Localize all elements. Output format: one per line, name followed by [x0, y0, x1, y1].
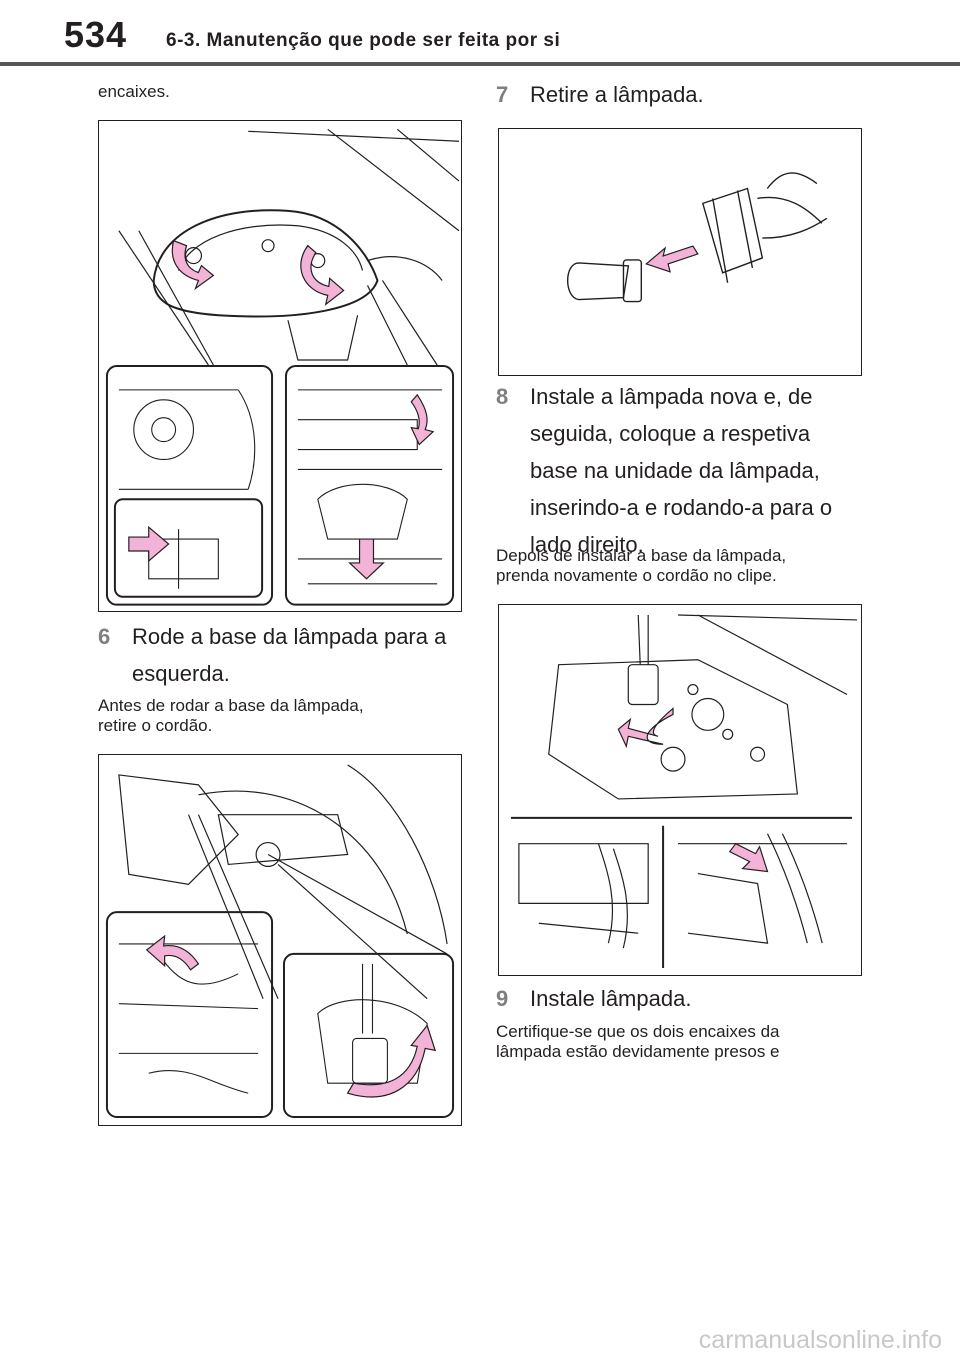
mirror-claws-illustration	[105, 128, 460, 606]
note-6: Antes de rodar a base da lâmpada, retire…	[98, 696, 364, 736]
note-9-line-2: lâmpada estão devidamente presos e	[496, 1042, 780, 1061]
figure-remove-bulb	[498, 128, 862, 376]
step-6: 6 Rode a base da lâmpada para a esquerda…	[98, 618, 468, 692]
step-7-line-1: Retire a lâmpada.	[530, 82, 704, 107]
note-9-line-1: Certifique-se que os dois encaixes da	[496, 1022, 780, 1041]
note-6-line-1: Antes de rodar a base da lâmpada,	[98, 696, 364, 715]
step-8-line-4: inserindo-a e rodando-a para o	[530, 495, 833, 520]
site-watermark: carmanualsonline.info	[698, 1326, 942, 1354]
step-6-number: 6	[98, 624, 111, 649]
figure-install-base-clip	[498, 604, 862, 976]
note-9: Certifique-se que os dois encaixes da lâ…	[496, 1022, 780, 1062]
continuation-text: encaixes.	[98, 82, 170, 101]
bulb-base-cord-illustration	[105, 764, 455, 1119]
step-8-number: 8	[496, 384, 509, 409]
step-6-text: Rode a base da lâmpada para a esquerda.	[132, 618, 446, 692]
note-6-line-2: retire o cordão.	[98, 716, 213, 735]
figure-mirror-claws	[98, 120, 462, 612]
step-8-line-2: seguida, coloque a respetiva	[530, 421, 811, 446]
step-6-line-2: esquerda.	[132, 661, 230, 686]
note-8-line-2: prenda novamente o cordão no clipe.	[496, 566, 777, 585]
remove-bulb-illustration	[567, 172, 828, 303]
install-base-clip-illustration	[510, 614, 858, 969]
step-8-line-5: lado direito.	[530, 532, 644, 557]
header-divider	[0, 62, 960, 66]
page-number: 534	[64, 14, 128, 55]
page-header: 534 6-3. Manutenção que pode ser feita p…	[0, 0, 960, 66]
note-8: Depois de instalar a base da lâmpada, pr…	[496, 546, 786, 586]
step-8: 8 Instale a lâmpada nova e, de seguida, …	[496, 378, 876, 568]
step-8-line-1: Instale a lâmpada nova e, de	[530, 384, 813, 409]
step-9-line-1: Instale lâmpada.	[530, 986, 692, 1011]
step-9-number: 9	[496, 986, 509, 1011]
step-7-number: 7	[496, 82, 509, 107]
note-8-line-1: Depois de instalar a base da lâmpada,	[496, 546, 787, 565]
section-title: 6-3. Manutenção que pode ser feita por s…	[166, 30, 561, 51]
step-8-text: Instale a lâmpada nova e, de seguida, co…	[530, 378, 832, 563]
step-8-line-3: base na unidade da lâmpada,	[530, 458, 820, 483]
step-6-line-1: Rode a base da lâmpada para a	[132, 624, 447, 649]
figure-bulb-base-cord	[98, 754, 462, 1126]
